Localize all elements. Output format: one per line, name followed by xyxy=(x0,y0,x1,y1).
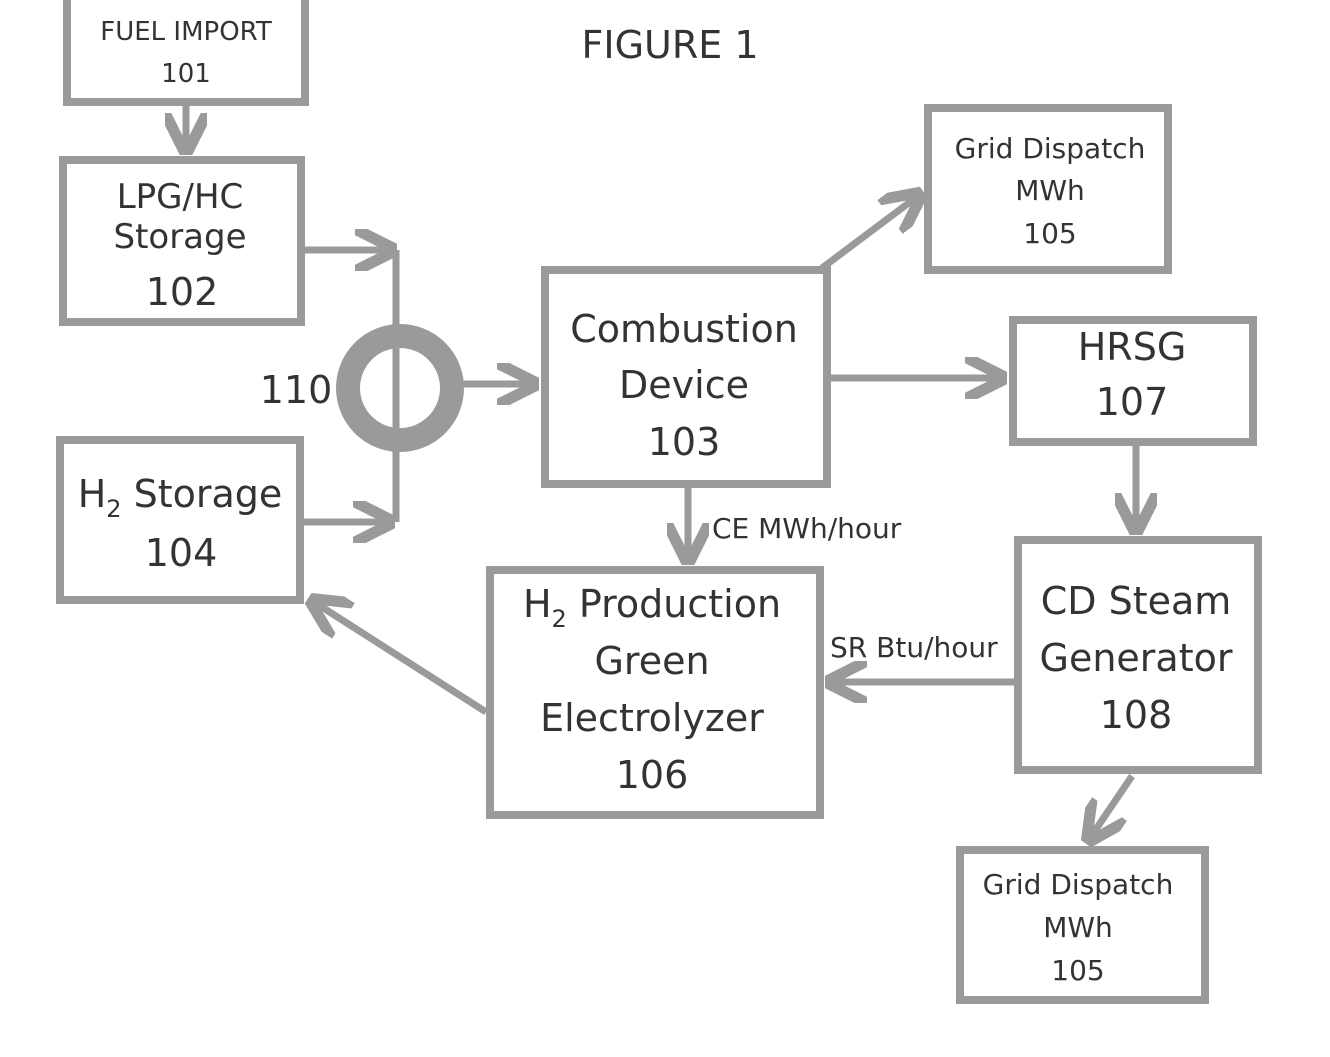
h2-production-subscript: 2 xyxy=(552,605,567,633)
edge-label-ce: CE MWh/hour xyxy=(712,512,902,545)
h2-production-suffix: Production xyxy=(567,582,781,626)
combustion-device-number: 103 xyxy=(648,420,721,464)
h2-storage-node: H2 Storage 104 xyxy=(60,440,300,600)
cd-steam-generator-node: CD Steam Generator 108 xyxy=(1018,540,1258,770)
grid-dispatch-top-label-line1: Grid Dispatch xyxy=(955,132,1146,165)
fuel-import-label: FUEL IMPORT xyxy=(100,17,272,47)
h2-production-label-line3: Electrolyzer xyxy=(540,696,764,740)
mixer-valve-node: 110 xyxy=(260,336,452,440)
h2-production-prefix: H xyxy=(523,582,552,626)
grid-dispatch-bottom-label-line2: MWh xyxy=(1043,911,1113,944)
grid-dispatch-bottom-label-line1: Grid Dispatch xyxy=(983,868,1174,901)
h2-storage-box xyxy=(60,440,300,600)
lpg-storage-label-line2: Storage xyxy=(113,217,246,257)
edge-label-sr: SR Btu/hour xyxy=(830,631,998,664)
combustion-device-label-line2: Device xyxy=(619,363,749,407)
mixer-number: 110 xyxy=(260,368,333,412)
h2-storage-number: 104 xyxy=(145,531,218,575)
h2-storage-suffix: Storage xyxy=(122,472,283,516)
hrsg-label: HRSG xyxy=(1078,325,1187,369)
combustion-device-label-line1: Combustion xyxy=(570,307,798,351)
grid-dispatch-top-node: Grid Dispatch MWh 105 xyxy=(928,108,1168,270)
arrow-h2-production-to-h2-storage xyxy=(314,602,486,712)
grid-dispatch-top-number: 105 xyxy=(1023,217,1076,250)
figure-title: FIGURE 1 xyxy=(582,23,759,67)
lpg-storage-node: LPG/HC Storage 102 xyxy=(63,160,301,322)
lpg-storage-label-line1: LPG/HC xyxy=(117,177,244,217)
h2-storage-prefix: H xyxy=(78,472,107,516)
grid-dispatch-top-label-line2: MWh xyxy=(1015,174,1085,207)
h2-storage-subscript: 2 xyxy=(106,495,121,523)
hrsg-number: 107 xyxy=(1096,380,1169,424)
cd-steam-generator-number: 108 xyxy=(1100,693,1173,737)
combustion-device-node: Combustion Device 103 xyxy=(545,270,827,484)
h2-production-node: H2 Production Green Electrolyzer 106 xyxy=(490,570,820,815)
cd-steam-generator-label-line2: Generator xyxy=(1040,636,1233,680)
lpg-storage-number: 102 xyxy=(146,270,219,314)
fuel-import-number: 101 xyxy=(161,59,211,89)
grid-dispatch-bottom-node: Grid Dispatch MWh 105 xyxy=(960,850,1205,1000)
grid-dispatch-bottom-number: 105 xyxy=(1051,954,1104,987)
h2-production-label-line2: Green xyxy=(594,639,709,683)
h2-production-label-line1: H2 Production xyxy=(523,582,781,633)
fuel-import-node: FUEL IMPORT 101 xyxy=(67,0,305,102)
h2-production-number: 106 xyxy=(616,753,689,797)
h2-storage-label: H2 Storage xyxy=(78,472,283,523)
mixer-ring-icon xyxy=(348,336,452,440)
cd-steam-generator-label-line1: CD Steam xyxy=(1041,579,1232,623)
arrow-combustion-to-grid-top xyxy=(822,196,918,268)
hrsg-node: HRSG 107 xyxy=(1013,320,1253,442)
arrow-cd-steam-to-grid-bottom xyxy=(1090,776,1132,838)
